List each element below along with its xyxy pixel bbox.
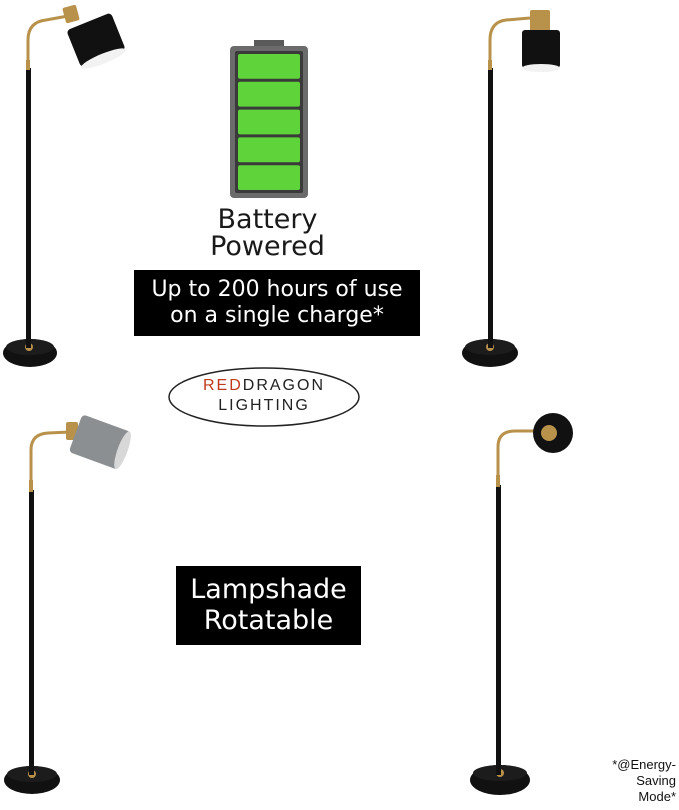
floor-lamp-top-left <box>3 4 126 367</box>
lampshade-rotatable-banner: Lampshade Rotatable <box>176 566 361 645</box>
usage-banner-line2: on a single charge* <box>170 303 384 328</box>
rotatable-line2: Rotatable <box>203 605 334 636</box>
battery-cell <box>238 109 300 135</box>
battery-label-line2: Powered <box>210 231 325 262</box>
floor-lamp-top-right <box>462 10 560 367</box>
brand-red: RED <box>202 377 243 394</box>
floor-lamp-bottom-right <box>470 413 573 795</box>
energy-saving-footnote: *@Energy- Saving Mode* <box>584 757 676 805</box>
brand-dragon: DRAGON <box>242 377 325 394</box>
battery-cell <box>238 81 300 107</box>
brand-logo-oval <box>168 367 360 427</box>
battery-cell <box>238 137 300 163</box>
battery-icon <box>230 40 308 198</box>
footnote-line2: Saving <box>636 773 676 788</box>
floor-lamp-bottom-left <box>4 415 131 794</box>
rotatable-line1: Lampshade <box>190 574 347 605</box>
brand-lighting: LIGHTING <box>218 397 310 414</box>
footnote-line1: *@Energy- <box>612 757 676 772</box>
brand-logo-text: REDDRAGON LIGHTING <box>167 376 361 416</box>
battery-cell <box>238 165 300 190</box>
battery-powered-label: Battery Powered <box>170 206 365 260</box>
footnote-line3: Mode* <box>638 789 676 804</box>
battery-label-line1: Battery <box>217 204 318 235</box>
usage-hours-banner: Up to 200 hours of use on a single charg… <box>134 270 420 336</box>
usage-banner-line1: Up to 200 hours of use <box>151 277 403 302</box>
battery-cell <box>238 54 300 79</box>
